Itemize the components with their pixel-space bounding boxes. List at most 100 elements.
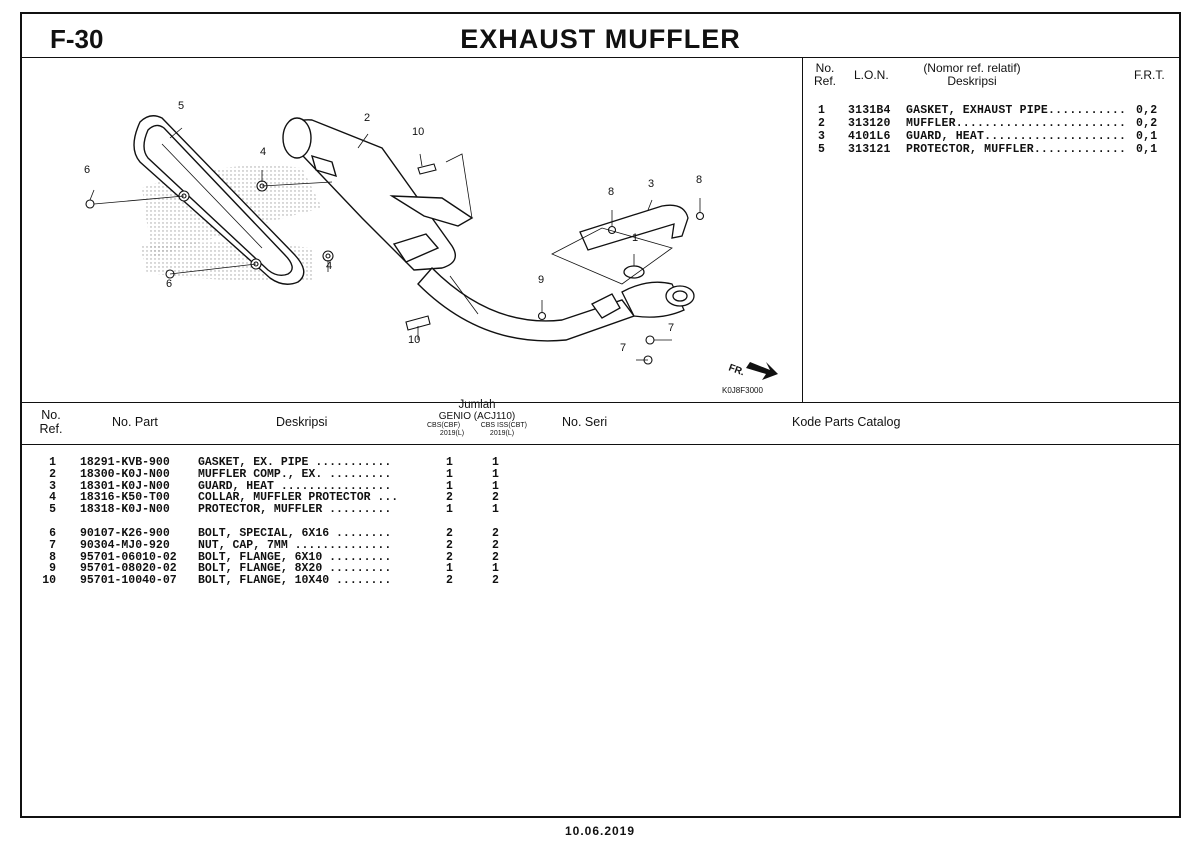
- diagram-code: K0J8F3000: [722, 386, 763, 395]
- parts-cell-desc: PROTECTOR, MUFFLER .........: [198, 503, 392, 517]
- right-cell-frt: 0,1: [1136, 130, 1158, 143]
- parts-cell-no: 9: [49, 562, 56, 576]
- parts-cell-no: 3: [49, 479, 56, 493]
- parts-cell-part: 18300-K0J-N00: [80, 467, 170, 481]
- right-cell-ref: 2: [818, 117, 826, 130]
- parts-cell-desc: BOLT, FLANGE, 8X20 .........: [198, 562, 392, 576]
- parts-cell-q2: 1: [492, 456, 499, 469]
- parts-cell-q1: 2: [446, 538, 453, 552]
- parts-cell-no: 6: [49, 527, 56, 540]
- print-date: 10.06.2019: [564, 824, 636, 838]
- parts-cell-no: 4: [49, 491, 56, 505]
- parts-header-divider: [22, 444, 1179, 445]
- right-cell-lon: 4101L6: [848, 130, 891, 143]
- right-cell-desc: PROTECTOR, MUFFLER.............: [906, 143, 1127, 156]
- parts-cell-q2: 1: [492, 562, 499, 576]
- parts-cell-desc: BOLT, FLANGE, 10X40 ........: [198, 574, 392, 588]
- parts-cell-q2: 1: [492, 503, 499, 517]
- callout-number: 1: [632, 232, 639, 244]
- parts-cell-part: 18301-K0J-N00: [80, 479, 170, 493]
- parts-cell-desc: BOLT, FLANGE, 6X10 .........: [198, 550, 392, 564]
- parts-cell-q2: 2: [492, 550, 499, 564]
- lon-header: L.O.N.: [854, 68, 889, 82]
- parts-cell-q2: 2: [492, 527, 499, 540]
- parts-cell-part: 90304-MJ0-920: [80, 538, 170, 552]
- parts-cell-q2: 1: [492, 479, 499, 493]
- leader-lines: [89, 127, 701, 361]
- parts-cell-part: 95701-06010-02: [80, 550, 177, 564]
- parts-cell-desc: GASKET, EX. PIPE ...........: [198, 456, 392, 469]
- parts-cell-part: 90107-K26-900: [80, 527, 170, 540]
- callout-number: 6: [84, 164, 91, 176]
- parts-cell-part: 18318-K0J-N00: [80, 503, 170, 517]
- parts-cell-no: 8: [49, 550, 56, 564]
- parts-cell-desc: GUARD, HEAT ................: [198, 479, 392, 493]
- parts-cell-q1: 1: [446, 456, 453, 469]
- svg-text:FR.: FR.: [727, 362, 746, 378]
- front-arrow: FR.: [727, 362, 778, 380]
- right-cell-frt: 0,1: [1136, 143, 1158, 156]
- pipe-flange: [591, 281, 695, 319]
- right-cell-desc: GASKET, EXHAUST PIPE...........: [906, 104, 1127, 117]
- parts-cell-no: 10: [42, 574, 56, 588]
- callout-number: 7: [668, 322, 675, 334]
- parts-cell-q1: 1: [446, 467, 453, 481]
- hardware: [85, 163, 705, 365]
- parts-part-header: No. Part: [112, 415, 158, 429]
- right-cell-desc: MUFFLER........................: [906, 117, 1127, 130]
- parts-cell-q2: 2: [492, 574, 499, 588]
- callout-number: 5: [178, 100, 185, 112]
- callout-number: 4: [260, 146, 267, 158]
- exhaust-gasket: [623, 265, 645, 279]
- parts-cell-q2: 2: [492, 491, 499, 505]
- frt-header: F.R.T.: [1134, 68, 1165, 82]
- callout-number: 10: [408, 334, 421, 346]
- jumlah-header: Jumlah GENIO (ACJ110) CBS(CBF) CBS ISS(C…: [427, 399, 527, 437]
- kode-header: Kode Parts Catalog: [792, 415, 901, 429]
- right-cell-frt: 0,2: [1136, 117, 1158, 130]
- callout-number: 3: [648, 178, 655, 190]
- exploded-diagram: FR.: [85, 115, 778, 380]
- parts-cell-q1: 1: [446, 503, 453, 517]
- parts-cell-q1: 1: [446, 562, 453, 576]
- parts-cell-desc: NUT, CAP, 7MM ..............: [198, 538, 392, 552]
- callout-number: 9: [538, 274, 545, 286]
- title-divider: [22, 57, 1179, 58]
- seri-header: No. Seri: [562, 415, 608, 429]
- parts-cell-q2: 2: [492, 538, 499, 552]
- parts-cell-q1: 2: [446, 550, 453, 564]
- callout-number: 2: [364, 112, 371, 124]
- parts-cell-desc: COLLAR, MUFFLER PROTECTOR ...: [198, 491, 399, 505]
- right-cell-ref: 3: [818, 130, 826, 143]
- right-cell-desc: GUARD, HEAT....................: [906, 130, 1127, 143]
- parts-desc-header: Deskripsi: [276, 415, 328, 429]
- right-cell-lon: 3131B4: [848, 104, 891, 117]
- parts-cell-part: 18316-K50-T00: [80, 491, 170, 505]
- right-cell-ref: 5: [818, 143, 826, 156]
- page-title: EXHAUST MUFFLER: [460, 24, 741, 54]
- callout-number: 8: [608, 186, 615, 198]
- parts-cell-part: 95701-10040-07: [80, 574, 177, 588]
- parts-cell-q1: 2: [446, 491, 453, 505]
- callout-number: 10: [412, 126, 425, 138]
- callout-number: 4: [326, 260, 333, 272]
- parts-cell-desc: BOLT, SPECIAL, 6X16 ........: [198, 527, 392, 540]
- parts-cell-part: 18291-KVB-900: [80, 456, 170, 469]
- heat-guard: [579, 204, 689, 251]
- parts-cell-q2: 1: [492, 467, 499, 481]
- section-divider: [22, 402, 1179, 403]
- callout-number: 7: [620, 342, 627, 354]
- parts-cell-no: 1: [49, 456, 56, 469]
- parts-cell-q1: 2: [446, 574, 453, 588]
- parts-ref-header: No. Ref.: [39, 408, 63, 436]
- parts-cell-part: 95701-08020-02: [80, 562, 177, 576]
- parts-cell-no: 2: [49, 467, 56, 481]
- page-frame: F-30 EXHAUST MUFFLER No. Ref. L.O.N. (No…: [20, 12, 1181, 818]
- parts-cell-q1: 1: [446, 479, 453, 493]
- muffler-body: [282, 117, 636, 342]
- muffler-protector: [133, 115, 305, 285]
- parts-cell-no: 5: [49, 503, 56, 517]
- desc-header: (Nomor ref. relatif) Deskripsi: [923, 61, 1021, 88]
- parts-cell-no: 7: [49, 538, 56, 552]
- parts-cell-q1: 2: [446, 527, 453, 540]
